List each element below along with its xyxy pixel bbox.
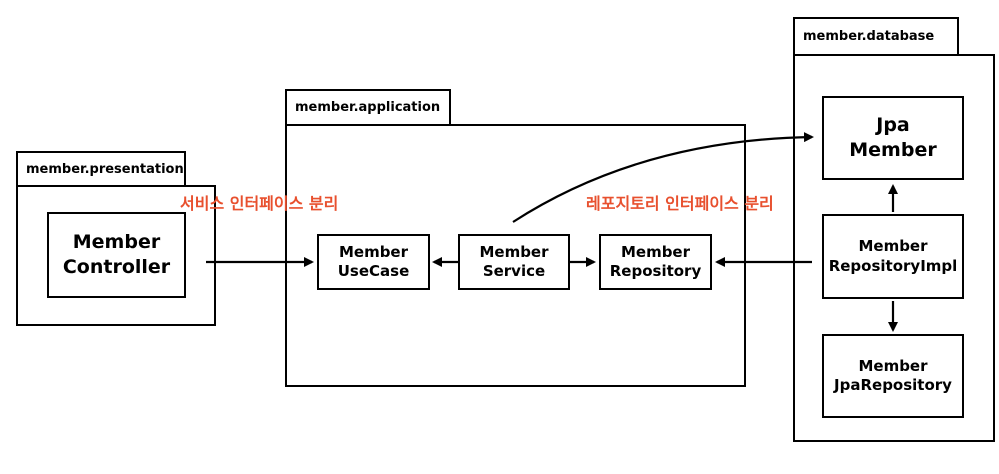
member-usecase-line-2: UseCase bbox=[337, 262, 410, 280]
member-service-node: Member Service bbox=[458, 234, 570, 290]
package-label-database: member.database bbox=[803, 29, 935, 44]
member-jpa-repository-line-2: JpaRepository bbox=[834, 376, 952, 394]
repository-interface-note: 레포지토리 인터페이스 분리 bbox=[586, 194, 774, 213]
member-jpa-repository-line-1: Member bbox=[858, 356, 928, 375]
member-usecase-line-1: Member bbox=[338, 242, 409, 261]
jpa-member-line-2: Member bbox=[849, 139, 937, 161]
jpa-member-line-1: Jpa bbox=[876, 114, 910, 137]
package-tab-presentation: member.presentation bbox=[16, 151, 186, 187]
member-repository-line-2: Repository bbox=[609, 262, 702, 280]
package-tab-application: member.application bbox=[285, 89, 451, 126]
member-jpa-repository-node: Member JpaRepository bbox=[822, 334, 964, 418]
member-repository-impl-line-1: Member bbox=[858, 237, 928, 255]
member-repository-node: Member Repository bbox=[599, 234, 712, 290]
member-service-line-2: Service bbox=[482, 262, 546, 280]
member-repository-impl-line-2: RepositoryImpl bbox=[828, 256, 958, 275]
member-usecase-node: Member UseCase bbox=[317, 234, 430, 290]
member-controller-line-1: Member bbox=[72, 231, 161, 254]
jpa-member-node: Jpa Member bbox=[822, 96, 964, 180]
member-controller-node: Member Controller bbox=[47, 212, 186, 298]
member-repository-impl-node: Member RepositoryImpl bbox=[822, 214, 964, 299]
member-repository-line-1: Member bbox=[620, 242, 691, 261]
service-interface-note: 서비스 인터페이스 분리 bbox=[180, 194, 339, 213]
arrow-service-to-jpa-member bbox=[512, 132, 814, 223]
package-label-presentation: member.presentation bbox=[26, 161, 184, 177]
member-controller-line-2: Controller bbox=[62, 256, 171, 278]
package-label-application: member.application bbox=[295, 100, 441, 115]
member-service-line-1: Member bbox=[479, 242, 549, 261]
